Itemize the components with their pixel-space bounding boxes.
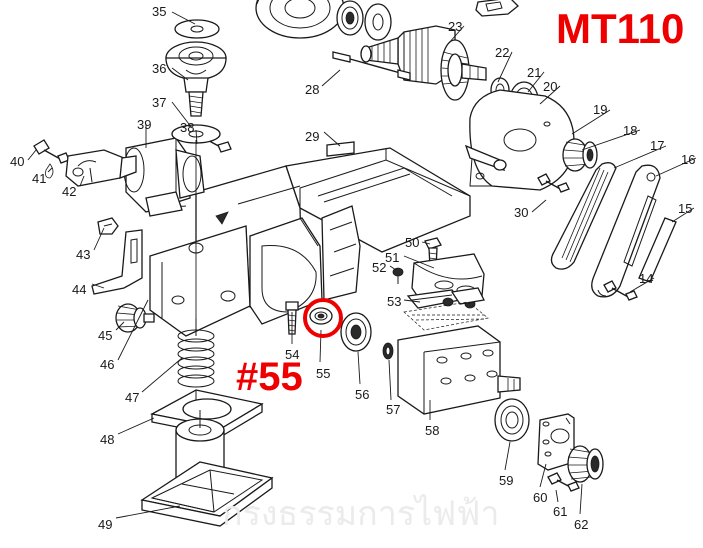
callout-number-44: 44 [72,282,87,297]
knob-assembly [165,19,227,144]
callout-number-30: 30 [514,205,529,220]
callout-number-42: 42 [62,184,77,199]
callout-number-14: 14 [639,271,654,286]
base-49 [140,410,274,527]
callout-number-57: 57 [386,402,401,417]
callout-number-40: 40 [10,154,25,169]
callout-number-18: 18 [623,123,638,138]
shop-watermark: กรงธรรมการไฟฟ้า [222,495,500,533]
callout-number-45: 45 [98,328,113,343]
highlight-part-label: #55 [236,355,303,399]
callout-number-46: 46 [100,357,115,372]
pulley-18 [562,138,598,172]
cutter-drum-58 [397,325,521,415]
bearing-56 [340,312,372,352]
bearing-59 [494,398,530,442]
callout-number-20: 20 [543,79,558,94]
callout-number-48: 48 [100,432,115,447]
strip-15 [638,217,677,283]
callout-number-41: 41 [32,171,47,186]
wrench-piece [475,0,519,17]
callout-number-59: 59 [499,473,514,488]
model-code-label: MT110 [556,5,685,52]
spring-47 [177,318,215,388]
callout-number-39: 39 [137,117,152,132]
pulley-62 [567,445,604,483]
belt-cover-16 [591,164,661,298]
callout-number-16: 16 [681,152,696,167]
callout-number-28: 28 [305,82,320,97]
callout-number-61: 61 [553,504,568,519]
screw-14 [603,280,638,301]
part-44 [91,229,143,295]
callout-number-37: 37 [152,95,167,110]
lever-group [33,139,137,187]
callout-number-47: 47 [125,390,140,405]
drive-belt-17 [550,162,617,270]
callout-number-54: 54 [285,347,300,362]
callout-number-53: 53 [387,294,402,309]
screw-40-head [33,139,50,155]
callout-number-38: 38 [180,120,195,135]
callout-number-52: 52 [372,260,387,275]
part-57 [382,342,394,360]
screw-61 [547,472,580,492]
callout-number-50: 50 [405,235,420,250]
long-bolt-28 [332,51,411,81]
main-housing [123,137,471,337]
callout-number-35: 35 [152,4,167,19]
callout-number-17: 17 [650,138,665,153]
part-43 [97,217,119,235]
callout-number-56: 56 [355,387,370,402]
callout-number-60: 60 [533,490,548,505]
plate-29 [326,141,355,157]
gear-cover-group [464,89,575,191]
lever-42 [65,149,125,187]
callout-number-62: 62 [574,517,589,532]
clip-41 [45,163,54,179]
callout-number-36: 36 [152,61,167,76]
callout-number-55: 55 [316,366,331,381]
callout-number-43: 43 [76,247,91,262]
callout-number-22: 22 [495,45,510,60]
part-55-highlight-ring [303,298,343,338]
knob-45 [115,303,155,333]
callout-number-23: 23 [448,19,463,34]
callout-number-58: 58 [425,423,440,438]
bracket-group [91,217,143,295]
callout-number-19: 19 [593,102,608,117]
blade-clamp-group [392,237,489,331]
callout-number-15: 15 [678,201,693,216]
callout-number-29: 29 [305,129,320,144]
callout-number-21: 21 [527,65,542,80]
callout-number-51: 51 [385,250,400,265]
callout-number-49: 49 [98,517,113,532]
screw-30 [537,173,570,193]
leader-lines [27,11,697,519]
